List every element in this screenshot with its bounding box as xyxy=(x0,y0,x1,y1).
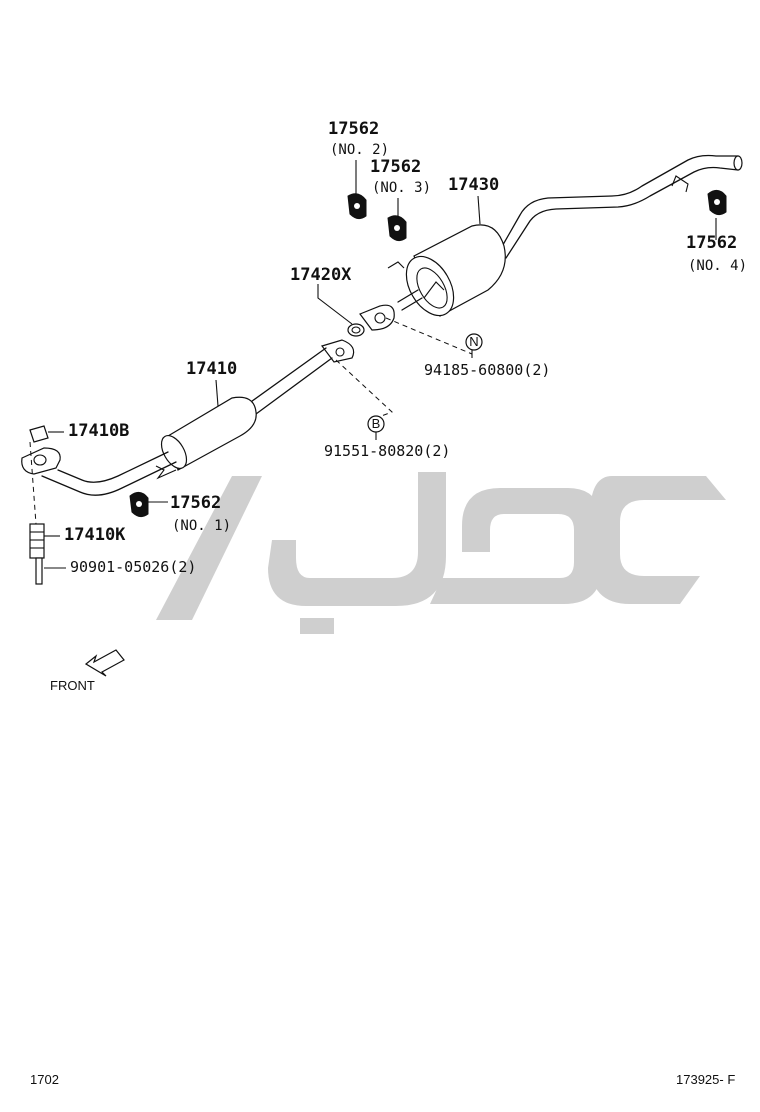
label-17562-no1-sub: (NO. 1) xyxy=(172,518,231,534)
hanger-no1 xyxy=(129,492,149,518)
footer-left-code: 1702 xyxy=(30,1072,59,1087)
hanger-no3 xyxy=(387,215,407,242)
marker-n-letter: N xyxy=(469,334,478,349)
label-17562-no3: 17562 xyxy=(370,157,421,177)
label-17410k: 17410K xyxy=(64,525,126,545)
label-94185: 94185-60800(2) xyxy=(424,361,550,379)
label-17420x: 17420X xyxy=(290,265,352,285)
label-17562-no4-sub: (NO. 4) xyxy=(688,258,747,274)
label-17562-no1: 17562 xyxy=(170,493,221,513)
label-17410b: 17410B xyxy=(68,421,129,441)
front-arrow-icon xyxy=(84,649,125,677)
label-17562-no4: 17562 xyxy=(686,233,737,253)
tailpipe xyxy=(499,154,743,259)
marker-b-letter: B xyxy=(372,416,381,431)
label-17562-no2-sub: (NO. 2) xyxy=(330,142,389,158)
marker-n: N xyxy=(465,333,483,351)
label-17562-no2: 17562 xyxy=(328,119,379,139)
watermark-logo xyxy=(156,472,726,634)
hanger-no2 xyxy=(347,193,367,220)
hanger-no4 xyxy=(707,190,727,216)
main-muffler xyxy=(359,224,506,331)
label-91551: 91551-80820(2) xyxy=(324,442,450,460)
footer-right-code: 173925- F xyxy=(676,1072,735,1087)
leader-lines xyxy=(44,160,717,569)
label-90901: 90901-05026(2) xyxy=(70,558,196,576)
label-17562-no3-sub: (NO. 3) xyxy=(372,180,431,196)
hanger-cap xyxy=(29,425,49,443)
marker-b: B xyxy=(367,415,385,433)
center-pipe xyxy=(41,339,355,496)
label-17410: 17410 xyxy=(186,359,237,379)
front-flange xyxy=(21,447,61,475)
label-17430: 17430 xyxy=(448,175,499,195)
gasket xyxy=(347,323,365,337)
front-label: FRONT xyxy=(50,678,95,693)
spring-and-bolt xyxy=(29,441,45,585)
